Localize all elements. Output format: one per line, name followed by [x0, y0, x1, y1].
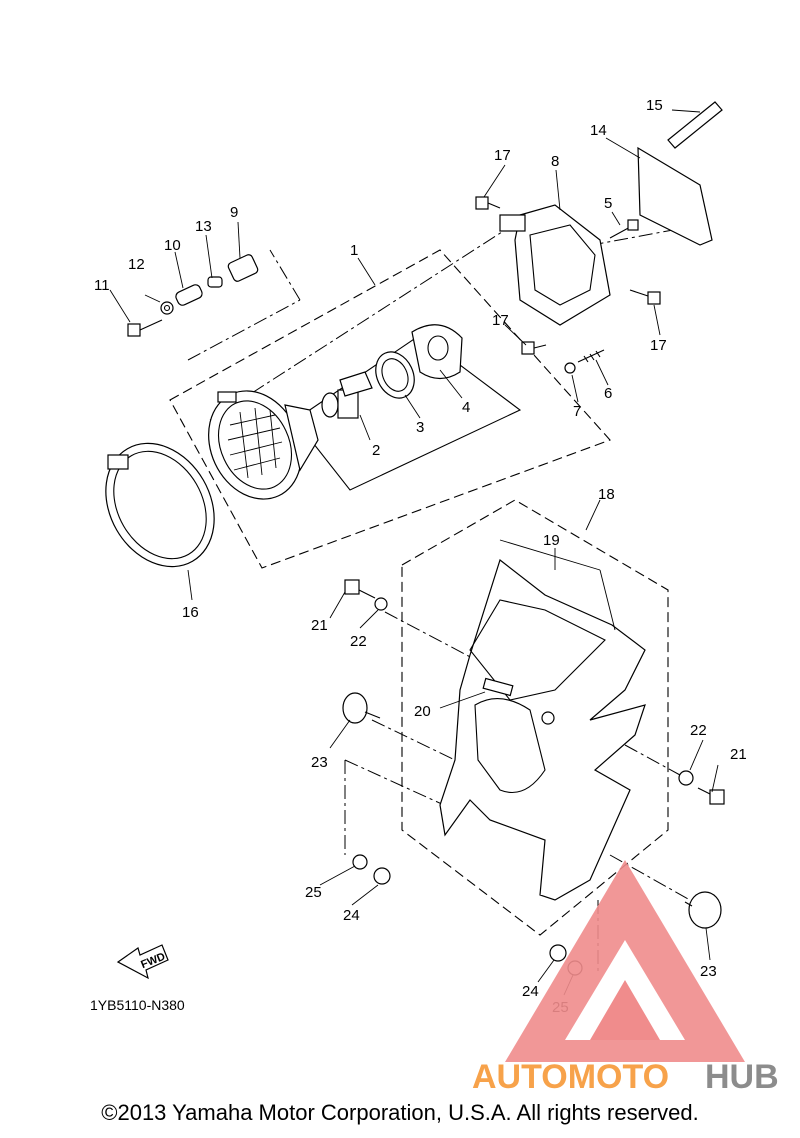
- centerline: [564, 224, 701, 251]
- cowl-assembly-group: [401, 499, 669, 936]
- washer-22-right: [678, 770, 694, 786]
- centerline: [269, 249, 301, 301]
- bolt-17-top: [475, 196, 501, 210]
- callout-22-right: 22: [690, 722, 707, 739]
- callout-17-lower: 17: [492, 312, 509, 329]
- callout-13: 13: [195, 218, 212, 235]
- callout-25-left: 25: [305, 884, 322, 901]
- nut-7: [564, 362, 576, 374]
- fwd-arrow-icon: FWD: [116, 944, 169, 980]
- callout-21-right: 21: [730, 746, 747, 763]
- callout-1: 1: [350, 242, 358, 259]
- callout-14: 14: [590, 122, 607, 139]
- washer-25-left: [352, 854, 368, 870]
- cable-band-15: [667, 101, 723, 149]
- headlight-bulb: [321, 371, 373, 419]
- callout-18: 18: [598, 486, 615, 503]
- collar-9: [227, 254, 259, 282]
- cover-plate-14: [637, 146, 713, 246]
- centerline: [187, 299, 301, 361]
- washer-12: [160, 301, 174, 315]
- nut-24-left: [373, 867, 391, 885]
- automotohub-logo: AUTOMOTO HUB: [472, 860, 779, 1096]
- centerline: [344, 759, 456, 811]
- headlight-cowl: [439, 558, 646, 901]
- bolt-5: [609, 219, 639, 239]
- callout-15: 15: [646, 97, 663, 114]
- callout-16: 16: [182, 604, 199, 621]
- callout-21-left: 21: [311, 617, 328, 634]
- callout-6: 6: [604, 385, 612, 402]
- bulb-cover: [411, 324, 463, 380]
- centerline: [371, 719, 456, 761]
- callout-19: 19: [543, 532, 560, 549]
- grommet-23-right: [684, 891, 722, 929]
- callout-9: 9: [230, 204, 238, 221]
- screw-21-left: [344, 579, 376, 599]
- callout-10: 10: [164, 237, 181, 254]
- watermark-text-2: HUB: [705, 1058, 779, 1096]
- headlight-assembly-group: [169, 249, 611, 569]
- callout-24-right: 24: [522, 983, 539, 1000]
- bracket-10: [175, 284, 203, 306]
- grommet-23-left: [342, 692, 381, 724]
- callout-8: 8: [551, 153, 559, 170]
- callout-5: 5: [604, 195, 612, 212]
- centerline: [609, 854, 691, 901]
- washer-22-left: [374, 597, 388, 611]
- copyright-notice: ©2013 Yamaha Motor Corporation, U.S.A. A…: [101, 1100, 699, 1125]
- callout-3: 3: [416, 419, 424, 436]
- centerline: [624, 744, 681, 776]
- callout-17-right: 17: [650, 337, 667, 354]
- headlight-lens-unit: [208, 390, 319, 500]
- watermark-text-1: AUTOMOTO: [472, 1058, 669, 1096]
- callout-12: 12: [128, 256, 145, 273]
- leader-lines: [109, 109, 719, 996]
- bolt-11: [127, 319, 163, 337]
- headlight-stay-8: [499, 204, 611, 326]
- callout-23-right: 23: [700, 963, 717, 980]
- spring-6: [577, 349, 605, 363]
- callout-11: 11: [94, 277, 110, 294]
- bulb-retaining-ring: [375, 351, 415, 399]
- centerline: [209, 229, 506, 421]
- collar-13: [207, 276, 223, 288]
- diagram-code: 1YB5110-N380: [90, 997, 185, 1013]
- callout-2: 2: [372, 442, 380, 459]
- callout-7: 7: [573, 403, 581, 420]
- callout-4: 4: [462, 399, 470, 416]
- screw-21-right: [697, 787, 725, 805]
- callout-17-top: 17: [494, 147, 511, 164]
- callout-24-left: 24: [343, 907, 360, 924]
- bolt-17-lower: [521, 341, 547, 355]
- callout-23-left: 23: [311, 754, 328, 771]
- callout-20: 20: [414, 703, 431, 720]
- callout-22-left: 22: [350, 633, 367, 650]
- nut-24-right: [549, 944, 567, 962]
- headlight-rim-ring: [105, 442, 215, 568]
- bolt-17-right: [629, 289, 661, 305]
